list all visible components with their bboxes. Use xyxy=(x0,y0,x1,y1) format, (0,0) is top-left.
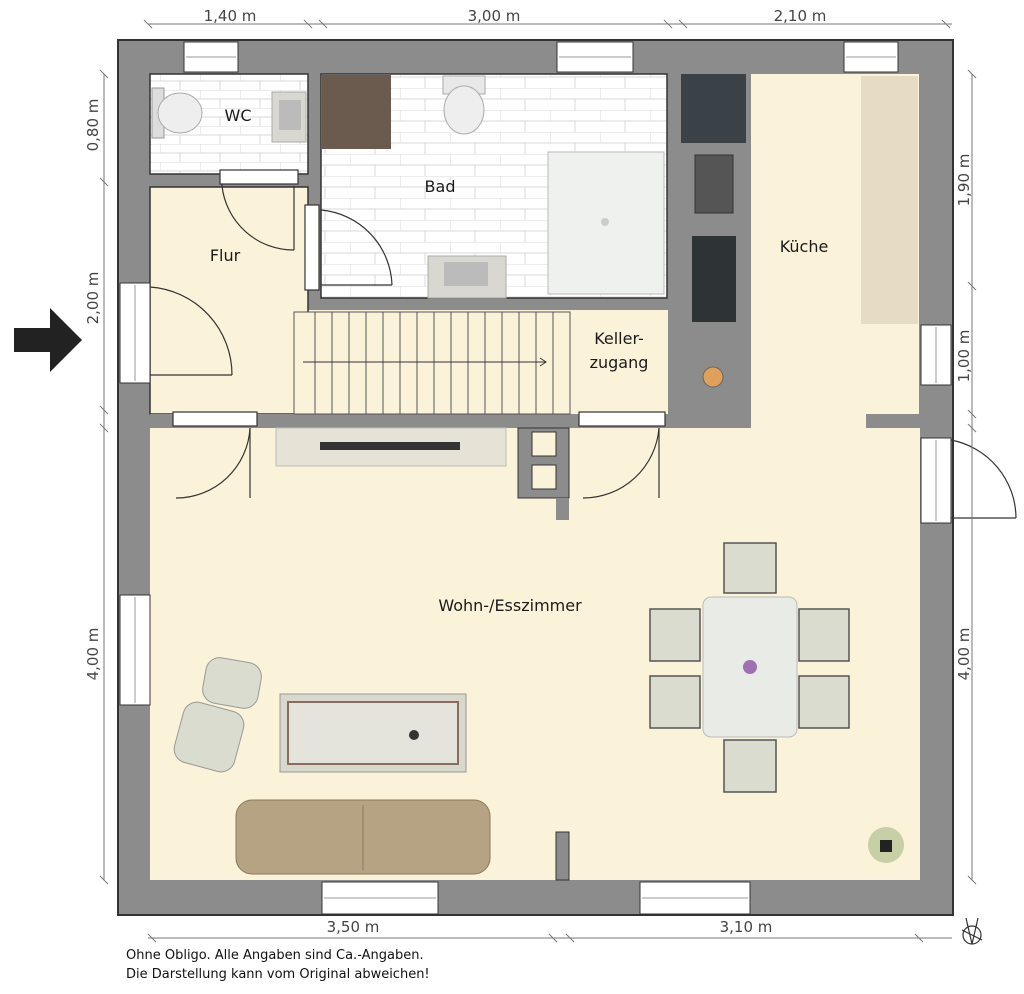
dim-bottom-2: 3,10 m xyxy=(720,918,773,936)
dim-left-1: 0,80 m xyxy=(84,99,102,152)
chimney-stem xyxy=(556,498,569,520)
dim-right-2: 1,00 m xyxy=(955,330,973,383)
partition-wall xyxy=(150,414,920,428)
armchairs xyxy=(173,657,262,773)
staircase xyxy=(293,311,571,415)
dim-left-2: 2,00 m xyxy=(84,272,102,325)
room-label-wc: WC xyxy=(225,106,252,125)
stub-wall xyxy=(555,831,570,881)
dim-bottom-1: 3,50 m xyxy=(327,918,380,936)
disclaimer-line-2: Die Darstellung kann vom Original abweic… xyxy=(126,967,430,982)
dim-top-3: 2,10 m xyxy=(774,7,827,25)
dining-set xyxy=(649,542,850,793)
coffee-table xyxy=(279,693,467,773)
chimney-shaft-2 xyxy=(531,464,557,490)
plant-icon xyxy=(868,827,904,863)
chimney-shaft-1 xyxy=(531,431,557,457)
dim-top-1: 1,40 m xyxy=(204,7,257,25)
disclaimer-line-1: Ohne Obligo. Alle Angaben sind Ca.-Angab… xyxy=(126,948,424,963)
dim-left-3: 4,00 m xyxy=(84,628,102,681)
dim-right-3: 4,00 m xyxy=(955,628,973,681)
room-label-keller-2: zugang xyxy=(590,353,649,372)
dim-top-2: 3,00 m xyxy=(468,7,521,25)
room-label-bad: Bad xyxy=(425,177,456,196)
bad-fixtures xyxy=(322,75,665,299)
room-label-keller-1: Keller- xyxy=(594,329,644,348)
entrance-arrow-icon xyxy=(14,308,82,372)
wc-fixtures xyxy=(151,87,307,143)
disclaimer: Ohne Obligo. Alle Angaben sind Ca.-Angab… xyxy=(126,946,430,984)
room-label-flur: Flur xyxy=(210,246,241,265)
north-compass-icon xyxy=(961,917,983,945)
flur-floor xyxy=(150,187,308,414)
room-label-kueche: Küche xyxy=(780,237,829,256)
kitchen-fixtures xyxy=(681,74,918,388)
dim-right-1: 1,90 m xyxy=(955,154,973,207)
living-opening-to-kitchen xyxy=(751,414,866,428)
room-label-wohn: Wohn-/Esszimmer xyxy=(438,596,582,615)
sideboard xyxy=(275,427,507,467)
sofa xyxy=(235,799,491,875)
